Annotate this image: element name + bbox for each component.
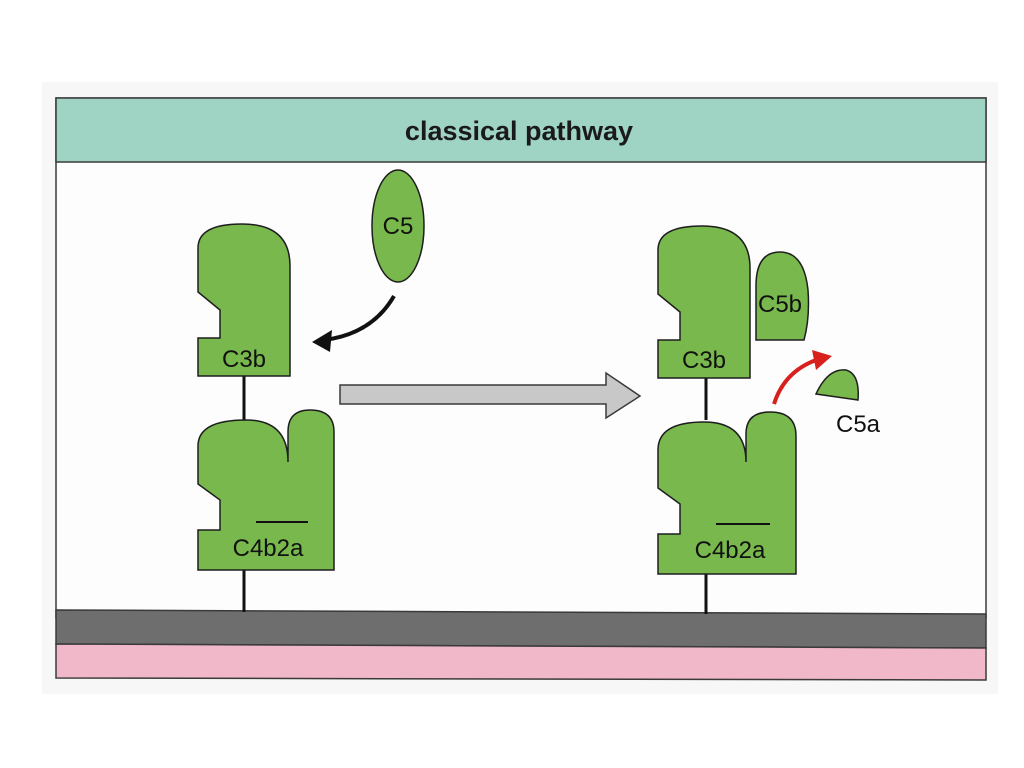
left-c3b-protein bbox=[197, 223, 291, 377]
right-c3b-label: C3b bbox=[682, 347, 726, 374]
c5a-label: C5a bbox=[836, 411, 881, 438]
right-c4b2a-protein bbox=[657, 411, 797, 575]
right-c3b-protein bbox=[657, 225, 751, 379]
membrane-outer-layer bbox=[55, 609, 987, 649]
c5-protein bbox=[371, 169, 425, 283]
title-band bbox=[55, 97, 987, 163]
right-c4b2a-label: C4b2a bbox=[695, 537, 766, 564]
diagram-panel bbox=[55, 97, 987, 619]
left-c3b-label: C3b bbox=[222, 346, 266, 373]
diagram-title: classical pathway bbox=[405, 116, 633, 146]
left-c4b2a-protein bbox=[197, 409, 335, 571]
cleavage-arrowhead bbox=[812, 350, 832, 370]
c5a-fragment bbox=[814, 369, 859, 401]
c5b-label: C5b bbox=[758, 291, 802, 318]
cleavage-arrow bbox=[772, 358, 817, 405]
left-c4b2a-label: C4b2a bbox=[233, 535, 304, 562]
reaction-arrow bbox=[339, 371, 642, 420]
binding-arrow bbox=[323, 294, 396, 342]
binding-arrowhead bbox=[312, 330, 332, 352]
c5-label: C5 bbox=[383, 213, 414, 240]
membrane-inner-layer bbox=[55, 643, 987, 681]
c5b-protein bbox=[755, 251, 810, 341]
